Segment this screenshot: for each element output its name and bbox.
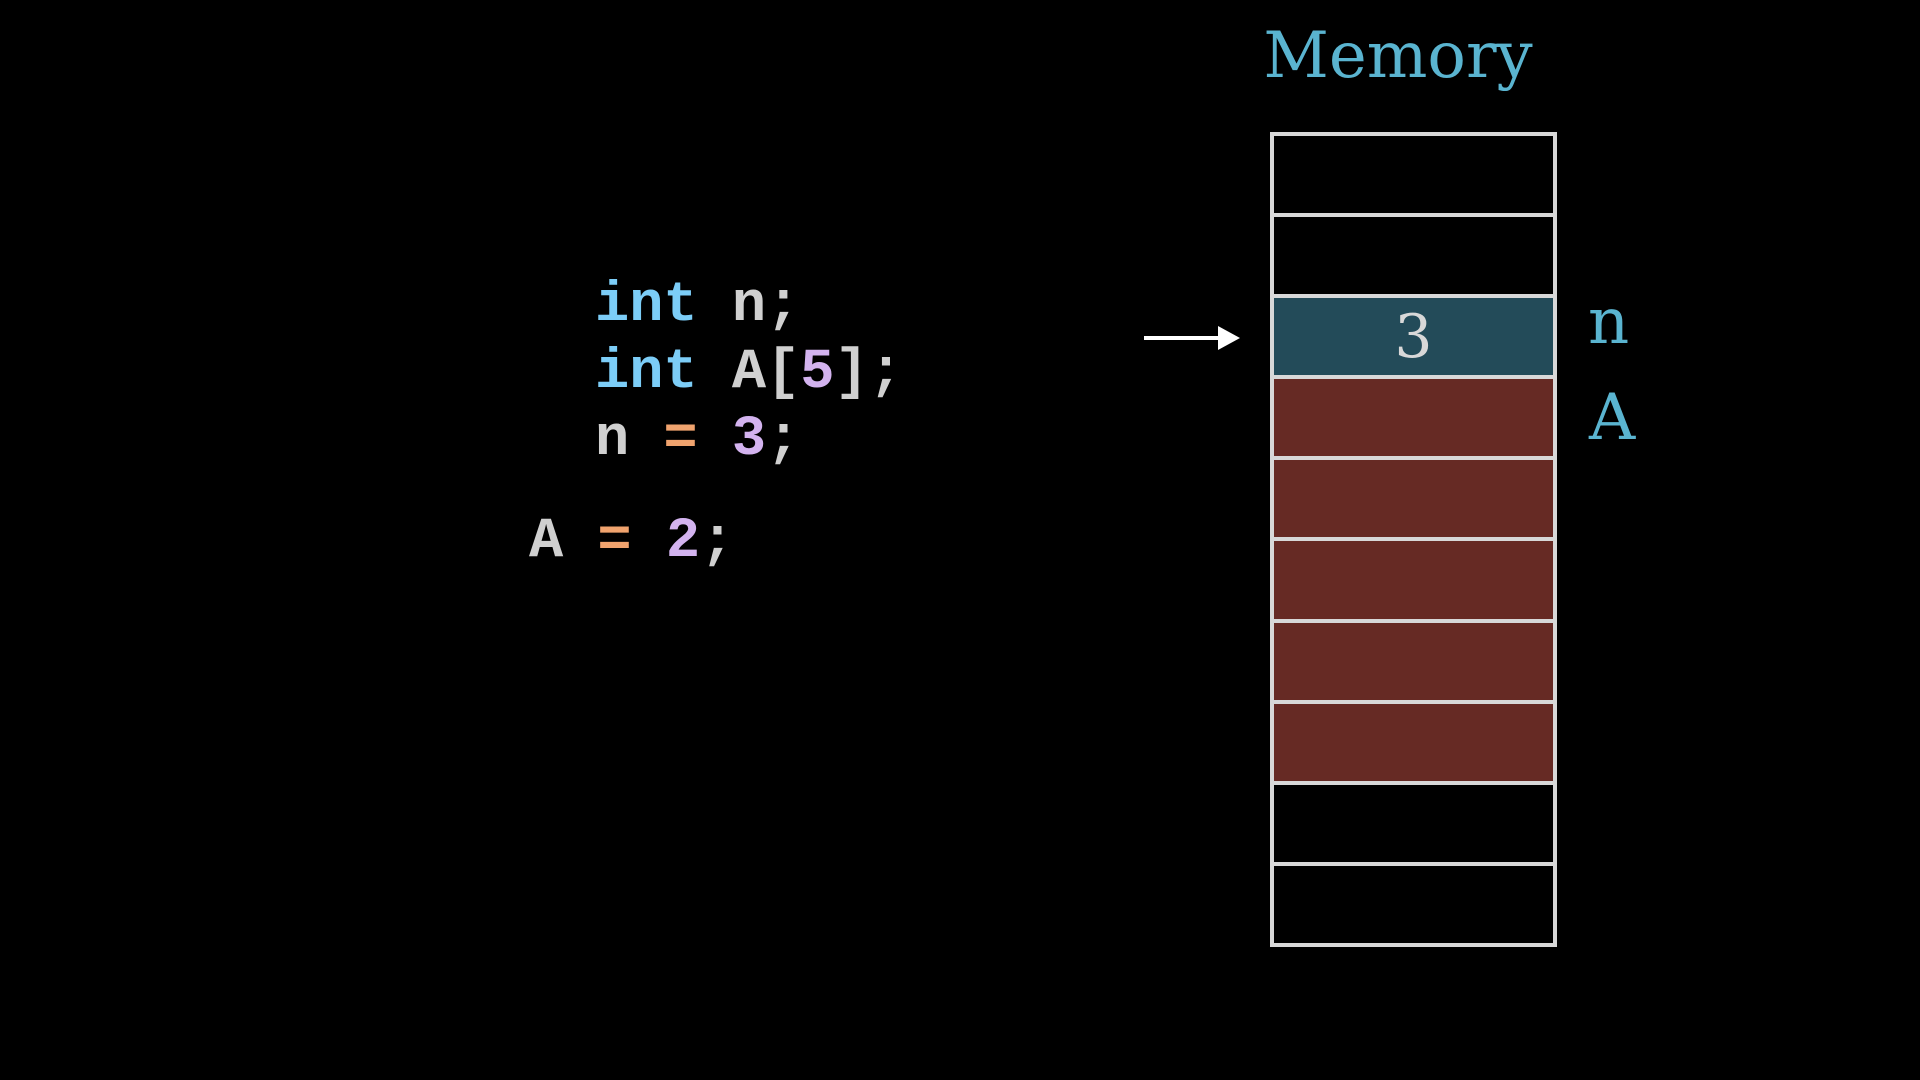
right-arrow-icon bbox=[1144, 326, 1240, 350]
code-text: ; bbox=[700, 510, 735, 574]
code-text: n; bbox=[697, 274, 801, 338]
code-text: A bbox=[529, 510, 598, 574]
code-line-assign-n: n = 3; bbox=[595, 412, 800, 469]
keyword-int: int bbox=[595, 274, 698, 338]
array-size: 5 bbox=[800, 341, 835, 405]
code-text: ; bbox=[766, 408, 801, 472]
code-space bbox=[632, 510, 666, 574]
assigned-value: 3 bbox=[731, 408, 767, 472]
memory-cell bbox=[1274, 136, 1553, 218]
memory-cell bbox=[1274, 865, 1553, 943]
memory-cell bbox=[1274, 460, 1553, 542]
code-text: ]; bbox=[834, 341, 903, 405]
memory-cell bbox=[1274, 541, 1553, 623]
assigned-value: 2 bbox=[665, 510, 701, 574]
memory-cell bbox=[1274, 622, 1553, 704]
keyword-int: int bbox=[595, 341, 698, 405]
memory-title: Memory bbox=[1263, 19, 1533, 93]
memory-cell: 3 bbox=[1274, 298, 1553, 380]
code-line-declare-array: int A[5]; bbox=[595, 345, 903, 402]
code-line-assign-array: A = 2; bbox=[529, 514, 734, 571]
label-n: n bbox=[1588, 285, 1630, 359]
assign-operator: = bbox=[663, 408, 698, 472]
code-line-declare-n: int n; bbox=[595, 278, 800, 335]
label-A: A bbox=[1589, 381, 1636, 455]
memory-column: 3 bbox=[1270, 132, 1557, 947]
code-text: n bbox=[595, 408, 664, 472]
memory-cell bbox=[1274, 703, 1553, 785]
memory-cell bbox=[1274, 379, 1553, 461]
memory-cell bbox=[1274, 217, 1553, 299]
code-text: A[ bbox=[697, 341, 801, 405]
code-space bbox=[698, 408, 732, 472]
assign-operator: = bbox=[597, 510, 632, 574]
memory-cell bbox=[1274, 784, 1553, 866]
